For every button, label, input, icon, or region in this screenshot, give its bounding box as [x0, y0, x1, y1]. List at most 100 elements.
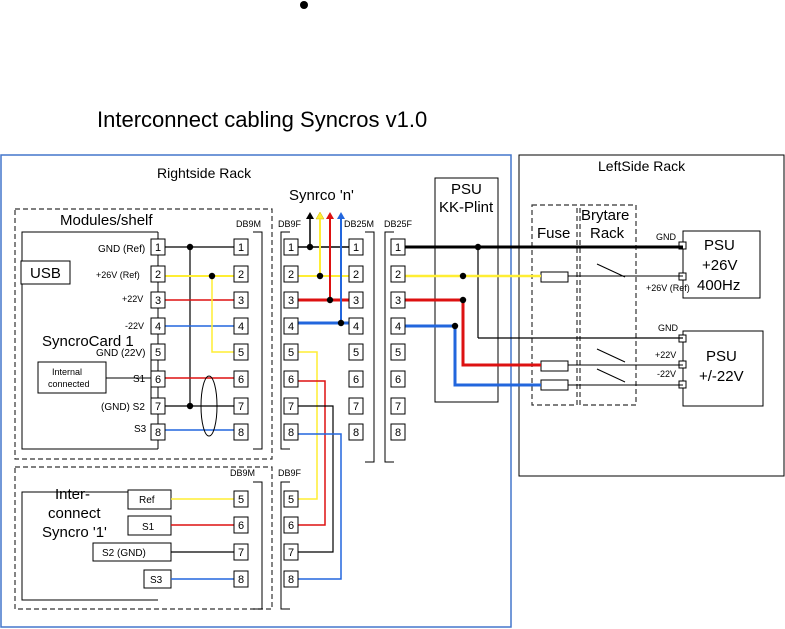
wire-cross-blue — [296, 433, 342, 580]
pin-number: 1 — [353, 242, 359, 254]
pin-number: 6 — [238, 520, 244, 532]
pin-box — [150, 343, 166, 361]
psu-kk-plint-line2: KK-Plint — [439, 199, 494, 216]
pin-number: 7 — [238, 401, 244, 413]
junction-dot — [451, 322, 459, 330]
db9f-top-pin-7: 7 — [283, 397, 299, 415]
db9f-bottom-pin-6: 6 — [283, 516, 299, 534]
db25f-pin-8: 8 — [390, 423, 406, 441]
syncrocard-pin-8: 8 — [150, 423, 166, 441]
pin-number: 5 — [238, 347, 244, 359]
pin-number: 8 — [238, 427, 244, 439]
pin-number: 4 — [353, 321, 359, 333]
syncrocard-pin-3: 3 — [150, 291, 166, 309]
pin-box — [150, 291, 166, 309]
db25f-pin-2: 2 — [390, 265, 406, 283]
db9f-top-pin-1: 1 — [283, 238, 299, 256]
db9m-top-pin-3: 3 — [233, 291, 249, 309]
db9f-bottom-pin-8: 8 — [283, 570, 299, 588]
db25f-label: DB25F — [384, 219, 413, 229]
db9f-bottom-pin-7: 7 — [283, 543, 299, 561]
syncro-n-arrow-yellow — [315, 211, 325, 220]
pin-number: 6 — [353, 374, 359, 386]
junction-dot — [186, 402, 194, 410]
pin-box — [283, 291, 299, 309]
junction-dot — [208, 272, 216, 280]
junction-dots — [186, 243, 482, 410]
db25f-shell — [384, 231, 394, 463]
usb-label: USB — [30, 265, 61, 282]
psu-kk-plint-line1: PSU — [451, 181, 482, 198]
pin-number: 8 — [288, 427, 294, 439]
fuse-neg22v — [540, 379, 569, 391]
pin-number: 4 — [395, 321, 401, 333]
pin-number: 6 — [395, 374, 401, 386]
fuse-label: Fuse — [537, 225, 570, 242]
pin-box — [390, 265, 406, 283]
db9f-top-shell — [280, 231, 290, 450]
fuse-pos22v — [540, 360, 569, 372]
interconnect-label-1: Inter- — [55, 486, 90, 503]
junction-dot — [316, 272, 324, 280]
db25m-label: DB25M — [344, 219, 374, 229]
db25m-pin-6: 6 — [348, 370, 364, 388]
pin-number: 1 — [155, 242, 161, 254]
pin-box — [233, 343, 249, 361]
card-pin-label-gnds2: (GND) S2 — [101, 402, 145, 413]
pin-number: 3 — [155, 295, 161, 307]
pin-layer: 1234567812345678123456781234567812345678… — [150, 238, 406, 588]
db9f-top-label: DB9F — [278, 219, 302, 229]
pin-box — [233, 238, 249, 256]
db25m-pin-7: 7 — [348, 397, 364, 415]
db9m-top-pin-8: 8 — [233, 423, 249, 441]
pin-box — [150, 265, 166, 283]
psu-26v-line3: 400Hz — [697, 277, 740, 294]
breaker-pos22v — [596, 348, 626, 363]
card-pin-label-minus22v: -22V — [125, 321, 144, 331]
junction-dot — [337, 319, 345, 327]
fuse-group — [531, 204, 578, 406]
pin-box — [233, 397, 249, 415]
pin-box — [390, 423, 406, 441]
pin-number: 8 — [288, 574, 294, 586]
brytare-label-1: Brytare — [581, 207, 629, 224]
pin-box — [390, 238, 406, 256]
db9f-top-pin-3: 3 — [283, 291, 299, 309]
db25m-pin-4: 4 — [348, 317, 364, 335]
pin-number: 4 — [155, 321, 161, 333]
syncro-n-arrow-blue — [337, 212, 345, 219]
db9m-top-pin-2: 2 — [233, 265, 249, 283]
pin-box — [150, 317, 166, 335]
internal-connected-line2: connected — [48, 379, 90, 389]
db9f-bottom-pin-5: 5 — [283, 490, 299, 508]
pin-box — [150, 238, 166, 256]
pin-number: 4 — [238, 321, 244, 333]
interconnect-label-3: Syncro '1' — [42, 524, 107, 541]
syncrocard-pin-6: 6 — [150, 370, 166, 388]
card-pin-label-s3: S3 — [134, 424, 147, 435]
pin-box — [283, 265, 299, 283]
pin-box — [233, 265, 249, 283]
db25m-shell — [365, 231, 375, 463]
pin-box — [233, 543, 249, 561]
card-pin-label-gndref: GND (Ref) — [98, 244, 145, 255]
pin-number: 7 — [288, 401, 294, 413]
pin-box — [283, 490, 299, 508]
psu-26v-line1: PSU — [704, 237, 735, 254]
card-pin-label-22v: +22V — [122, 294, 143, 304]
card-pin-label-gnd22v: GND (22V) — [96, 348, 145, 359]
pin-box — [283, 543, 299, 561]
db25m-pin-1: 1 — [348, 238, 364, 256]
syncro-n-arrow-black — [306, 212, 314, 219]
syncro-n-arrow-red — [326, 212, 334, 219]
psu-22v-neg-label: -22V — [657, 369, 676, 379]
pin-number: 3 — [288, 295, 294, 307]
db9f-top-pin-8: 8 — [283, 423, 299, 441]
pin-number: 8 — [155, 427, 161, 439]
psu-22v-line2: +/-22V — [699, 368, 744, 385]
db9m-top-pin-5: 5 — [233, 343, 249, 361]
db9f-top-pin-4: 4 — [283, 317, 299, 335]
pin-box — [233, 570, 249, 588]
pin-box — [390, 343, 406, 361]
db9m-bottom-shell — [253, 481, 263, 610]
